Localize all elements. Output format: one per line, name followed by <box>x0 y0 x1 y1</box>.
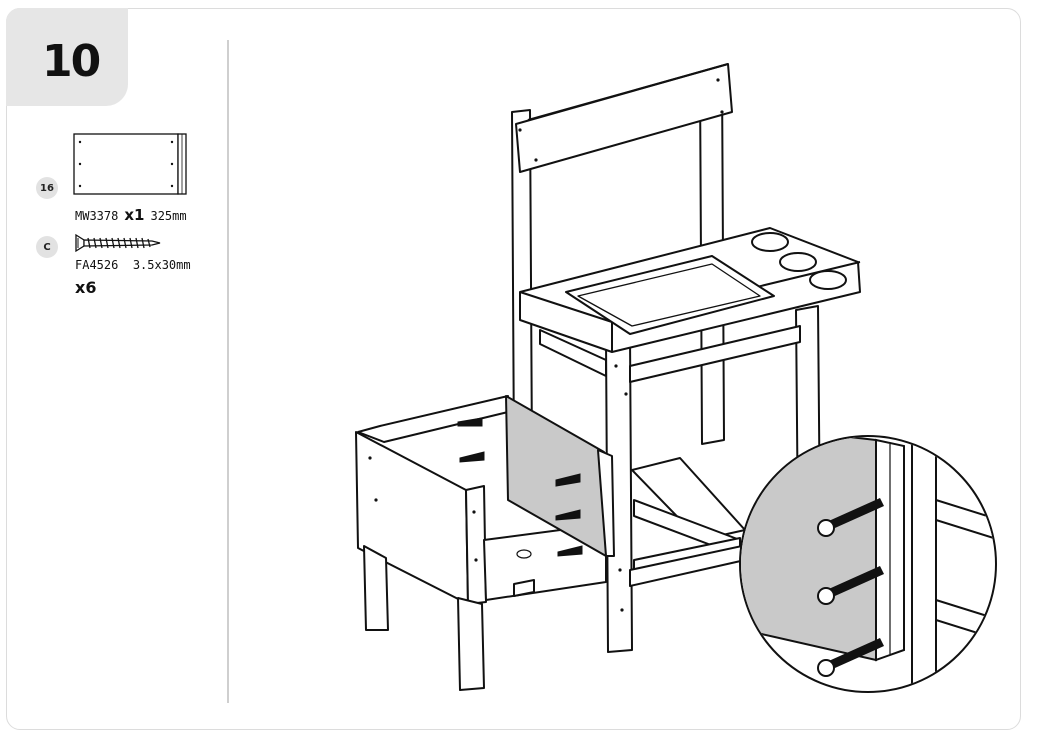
part-id-badge: 16 <box>36 177 58 199</box>
screw-icon <box>75 233 161 253</box>
cup-hole <box>779 252 817 272</box>
part-qty: x1 <box>124 206 145 224</box>
screw-group <box>457 417 583 557</box>
part-qty: x6 <box>75 278 97 297</box>
box-rim <box>357 395 509 443</box>
step-badge: 10 <box>6 8 128 106</box>
cup-hole <box>809 270 847 290</box>
part-size: 325mm <box>150 209 187 223</box>
zoom-callout <box>739 435 997 693</box>
board-icon <box>73 133 187 195</box>
part-id-badge: C <box>36 236 58 258</box>
part-code: MW3378 <box>75 209 119 223</box>
part-c-label: FA4526 3.5x30mm <box>75 258 191 272</box>
cup-hole <box>751 232 789 252</box>
part-size: 3.5x30mm <box>132 258 191 272</box>
sink-opening <box>565 255 775 335</box>
step-number: 10 <box>42 36 101 87</box>
part-16-label: MW3378 x1 325mm <box>75 206 187 224</box>
column-divider <box>227 40 229 703</box>
part-code: FA4526 <box>75 258 119 272</box>
assembly-diagram <box>355 63 997 693</box>
